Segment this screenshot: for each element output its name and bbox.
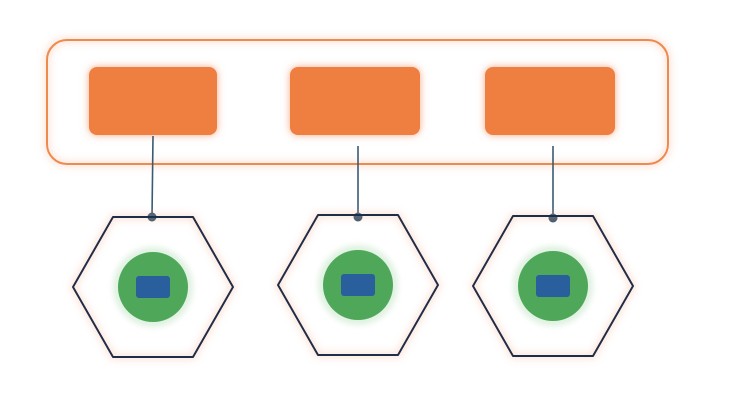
hex-node-1: [72, 216, 234, 358]
hex-node-2: [277, 214, 439, 356]
block-1: [89, 67, 217, 135]
node-chip-3: [536, 275, 570, 297]
node-chip-2: [341, 274, 375, 296]
hex-node-3: [472, 215, 634, 357]
block-3: [485, 67, 615, 135]
connector-line-1: [151, 135, 154, 218]
connector-dot-2: [353, 212, 363, 222]
node-chip-1: [136, 276, 170, 298]
connector-dot-3: [548, 213, 558, 223]
block-2: [290, 67, 420, 135]
